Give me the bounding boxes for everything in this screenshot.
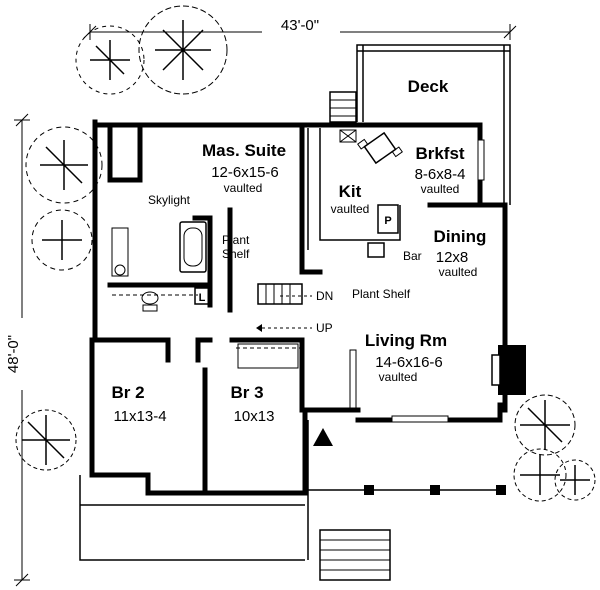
stairs <box>256 283 312 332</box>
tree-icon <box>554 459 596 501</box>
deck <box>329 44 511 205</box>
interior-walls <box>89 122 483 496</box>
arrow-left-icon <box>256 324 262 332</box>
linen-closet <box>194 287 210 305</box>
bedroom-3-size: 10x13 <box>234 408 275 425</box>
front-porch <box>79 410 506 581</box>
pantry-label: P <box>384 215 391 227</box>
breakfast-label: Brkfst <box>415 144 464 163</box>
width-dimension-label: 43'-0" <box>281 17 319 34</box>
tree-icon <box>75 25 145 95</box>
tree-icon <box>138 5 228 95</box>
breakfast-note: vaulted <box>421 182 460 196</box>
breakfast-size: 8-6x8-4 <box>415 166 466 183</box>
plant-shelf-label-line1: Plant <box>222 233 250 247</box>
sink-icon <box>367 242 385 258</box>
bar-label: Bar <box>403 249 422 263</box>
windows <box>349 139 485 423</box>
master-suite-note: vaulted <box>224 181 263 195</box>
master-suite-label: Mas. Suite <box>202 141 286 160</box>
bedroom-3-label: Br 3 <box>230 383 263 402</box>
vanity-icon <box>111 227 129 277</box>
tree-icon <box>513 448 567 502</box>
closet-shelving <box>112 294 300 369</box>
living-room-label: Living Rm <box>365 331 447 350</box>
tree-icon <box>514 394 576 456</box>
pantry <box>377 204 399 234</box>
breakfast-table-icon <box>357 131 403 165</box>
stair-down-label: DN <box>316 289 333 303</box>
stair-up-label: UP <box>316 321 333 335</box>
kitchen-label: Kit <box>339 182 362 201</box>
fireplace-icon <box>491 345 526 395</box>
deck-label: Deck <box>408 77 449 96</box>
depth-dimension-label: 48'-0" <box>5 335 22 373</box>
depth-dimension: 48'-0" <box>5 113 30 587</box>
bedroom-2-size: 11x13-4 <box>113 408 166 425</box>
tree-icon <box>31 209 93 271</box>
dining-label: Dining <box>434 227 487 246</box>
bedroom-2-label: Br 2 <box>111 383 144 402</box>
living-room-note: vaulted <box>379 370 418 384</box>
plant-shelf-main-label: Plant Shelf <box>352 287 411 301</box>
dining-size: 12x8 <box>436 249 469 266</box>
bathtub-icon <box>179 221 207 273</box>
toilet-icon <box>141 291 159 312</box>
tree-icon <box>15 409 77 471</box>
linen-label: L <box>199 292 206 304</box>
master-suite-size: 12-6x15-6 <box>211 164 279 181</box>
living-room-size: 14-6x16-6 <box>375 354 443 371</box>
entry-triangle-icon <box>313 428 333 446</box>
width-dimension: 43'-0" <box>83 14 517 40</box>
kitchen-note: vaulted <box>331 202 370 216</box>
kitchen-counters: P <box>307 128 401 258</box>
tree-icon <box>25 126 103 204</box>
plant-shelf-label-line2: Shelf <box>222 247 250 261</box>
dining-note: vaulted <box>439 265 478 279</box>
skylight-label: Skylight <box>148 193 191 207</box>
